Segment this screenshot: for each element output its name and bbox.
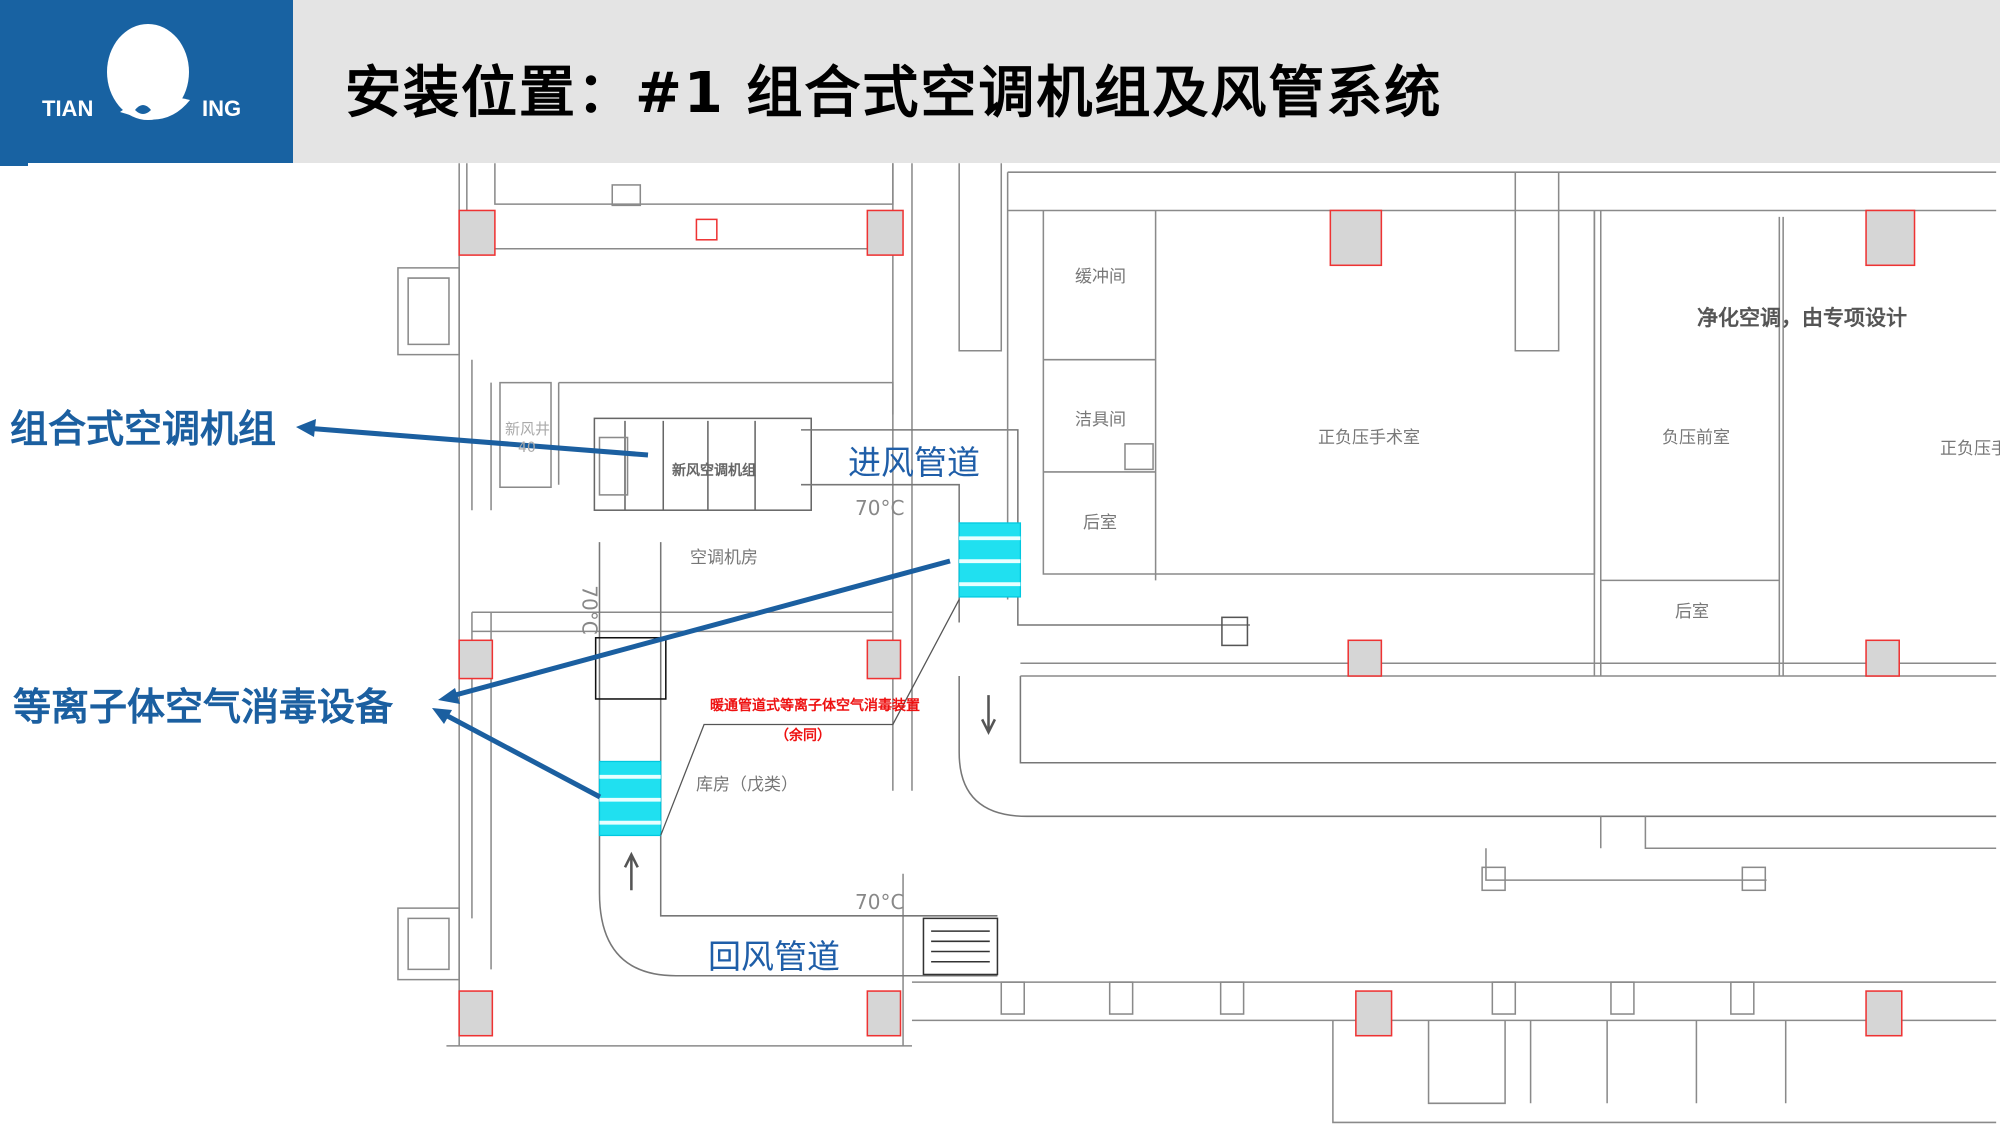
- plasma-device-supply[interactable]: [958, 522, 1022, 598]
- shaft-number: 40: [518, 440, 536, 456]
- callout-ahu-label: 组合式空调机组: [10, 407, 277, 451]
- temp-label-2: 70°C: [855, 890, 905, 914]
- room-back-1: 后室: [1083, 513, 1117, 533]
- return-duct-label: 回风管道: [708, 937, 840, 976]
- logo-text-left: TIAN: [42, 96, 94, 121]
- room-neg-anteroom: 负压前室: [1662, 428, 1730, 448]
- room-buffer: 缓冲间: [1075, 267, 1126, 287]
- callout-arrow-ahu: [304, 425, 649, 458]
- clean-ac-note: 净化空调，由专项设计: [1697, 306, 1907, 330]
- room-operating: 正负压手术室: [1318, 428, 1420, 448]
- fresh-shaft-label: 新风井: [505, 420, 551, 438]
- temp-label-3: 70°C: [577, 585, 602, 635]
- logo-strip: [0, 160, 28, 166]
- temp-label-1: 70°C: [855, 496, 905, 520]
- room-back-2: 后室: [1675, 602, 1709, 622]
- callout-arrow-supply-device: [447, 558, 951, 700]
- room-operating-2: 正负压手: [1940, 439, 2000, 459]
- device-note: 暖通管道式等离子体空气消毒装置: [710, 698, 920, 714]
- room-ac: 空调机房: [690, 548, 758, 568]
- callout-arrow-return-device: [438, 709, 602, 800]
- logo-text-right: ING: [202, 96, 242, 121]
- plasma-device-return[interactable]: [598, 760, 662, 837]
- callout-plasma-label: 等离子体空气消毒设备: [13, 685, 394, 729]
- logo-mark-icon: [107, 24, 190, 120]
- ahu-unit-label: 新风空调机组: [672, 463, 756, 479]
- page-title: 安装位置：#1 组合式空调机组及风管系统: [345, 61, 1443, 126]
- company-logo: TIAN ING: [0, 0, 293, 163]
- supply-duct-label: 进风管道: [848, 443, 980, 482]
- room-storage: 库房（戊类）: [696, 775, 798, 795]
- slide-header: TIAN ING 安装位置：#1 组合式空调机组及风管系统: [0, 0, 2000, 163]
- room-janitor: 洁具间: [1075, 410, 1126, 430]
- device-note-same: （余同）: [775, 728, 831, 744]
